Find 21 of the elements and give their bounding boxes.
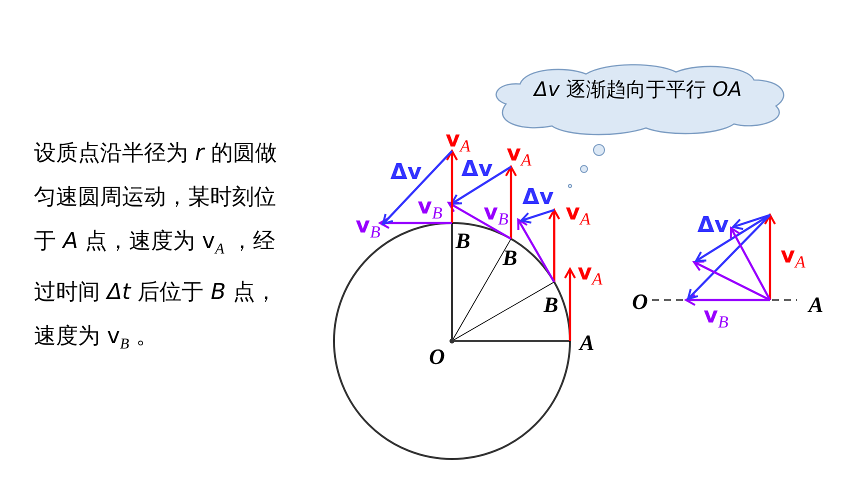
vector-label: v$_{A}$ bbox=[780, 245, 806, 271]
point-label: A bbox=[808, 294, 824, 316]
vector-label: v$_{B}$ bbox=[704, 305, 728, 331]
vector-label: v$_{B}$ bbox=[356, 215, 380, 241]
vector-label: v$_{B}$ bbox=[418, 196, 442, 222]
vector-label: v$_{A}$ bbox=[446, 129, 470, 155]
vector-label: v$_{A}$ bbox=[506, 143, 532, 169]
point-label: A bbox=[580, 332, 594, 354]
point-label: O bbox=[632, 291, 648, 313]
point-label: O bbox=[429, 346, 445, 368]
vector-label: Δv bbox=[390, 162, 422, 184]
vector-label: v$_{A}$ bbox=[578, 262, 602, 288]
vector-label: Δv bbox=[461, 159, 493, 181]
vector-label: Δv bbox=[522, 187, 554, 209]
vector-label: Δv bbox=[697, 215, 729, 237]
vector-label: v$_{A}$ bbox=[566, 202, 590, 228]
description-text: 设质点沿半径为 r 的圆做匀速圆周运动，某时刻位于 A 点，速度为 v$_{A}$ ，经过时间 Δt 后位于 B 点，速度为 v$_{B}$ 。 bbox=[34, 140, 278, 355]
point-label: B bbox=[456, 230, 470, 252]
point-label: B bbox=[544, 294, 558, 316]
vector-label: v$_{B}$ bbox=[484, 202, 508, 228]
point-label: B bbox=[502, 247, 518, 269]
